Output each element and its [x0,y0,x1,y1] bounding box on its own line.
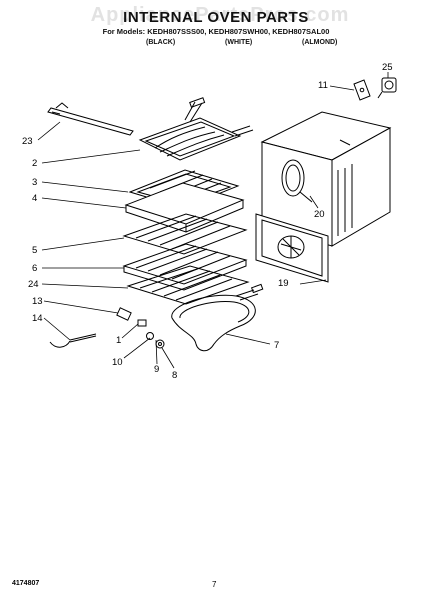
footer-part-number: 4174807 [12,580,40,587]
callout-4: 4 [32,193,38,204]
callout-14: 14 [32,313,43,324]
part-oven-rack-lower [124,244,246,290]
part-fan-cover [256,214,328,282]
part-rack-slide [48,103,133,135]
leader-lines [38,72,388,368]
part-fan-motor [378,78,396,98]
callout-11: 11 [318,80,328,91]
callout-25: 25 [382,62,393,73]
part-bake-element [140,98,253,160]
callout-6: 6 [32,263,38,274]
variant-black: (BLACK) [146,39,176,46]
callout-10: 10 [112,357,123,368]
callout-2: 2 [32,158,38,169]
models-line: For Models: KEDH807SSS00, KEDH807SWH00, … [102,27,330,36]
footer-page-number: 7 [212,580,217,589]
callout-3: 3 [32,177,38,188]
callout-19: 19 [278,278,289,289]
callout-9: 9 [154,364,160,375]
callout-20: 20 [314,209,325,220]
callout-7: 7 [274,340,280,351]
part-small-components [50,308,164,348]
part-oven-cavity [262,112,390,246]
page-title: INTERNAL OVEN PARTS [123,9,309,26]
part-bracket [354,80,370,100]
part-oven-rack-upper [124,214,246,254]
part-shelf-rack [128,266,248,304]
callout-24: 24 [28,279,39,290]
watermark: AppliancePartsPros.com [90,4,350,26]
color-variants: (BLACK) (WHITE) (ALMOND) [0,39,432,51]
callout-1: 1 [116,335,122,346]
callout-23: 23 [22,136,33,147]
part-broiler-pan [126,183,243,232]
callout-8: 8 [172,370,178,381]
callout-5: 5 [32,245,38,256]
part-convection-ring [282,160,312,202]
variant-white: (WHITE) [225,39,253,46]
part-broil-element [172,284,263,350]
variant-almond: (ALMOND) [302,39,338,46]
callout-13: 13 [32,296,43,307]
